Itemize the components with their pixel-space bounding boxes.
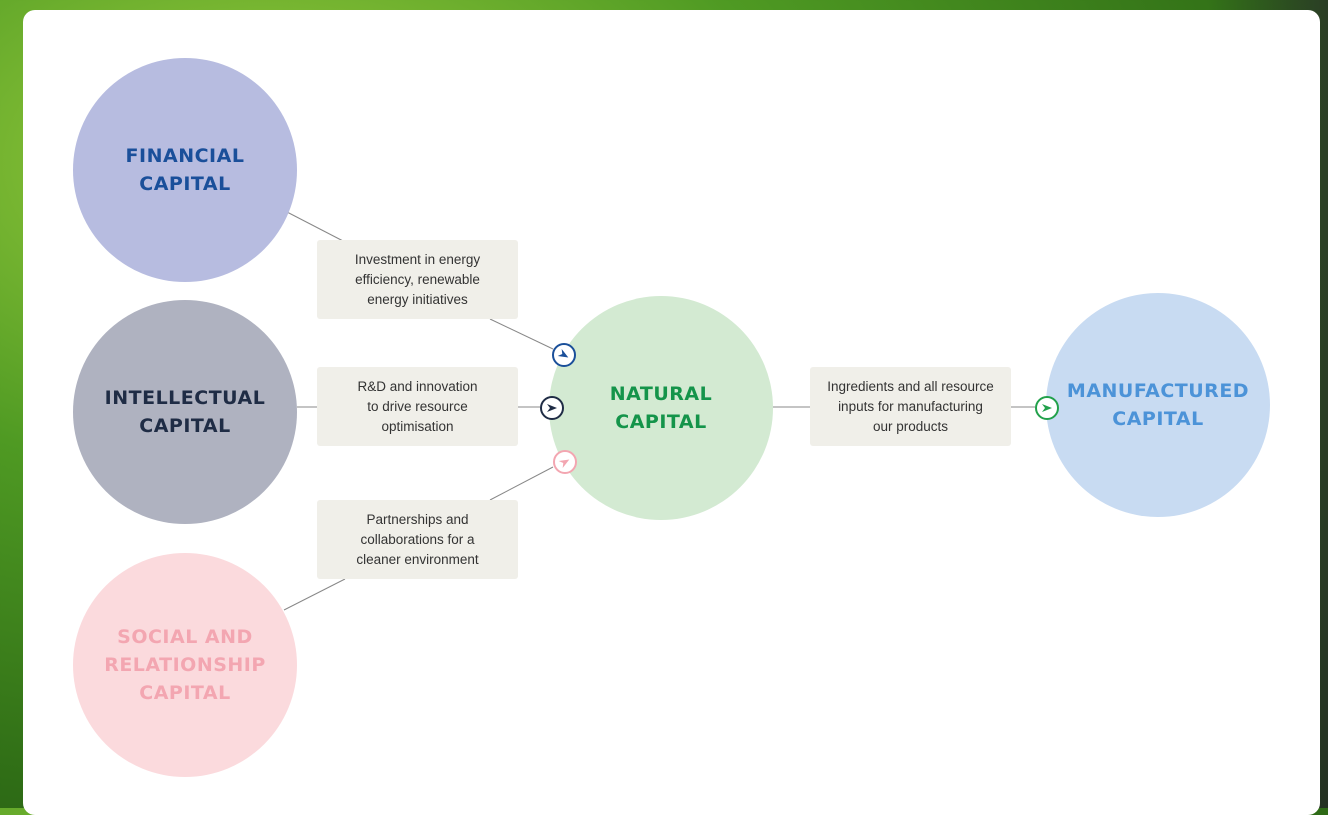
- arrow-circle-icon: [553, 450, 577, 474]
- flow-financial-to-natural: Investment in energy efficiency, renewab…: [317, 240, 518, 319]
- connector-social-box: [283, 578, 346, 611]
- financial-capital-node: FINANCIAL CAPITAL: [73, 58, 297, 282]
- intellectual-capital-node: INTELLECTUAL CAPITAL: [73, 300, 297, 524]
- manufactured-capital-node: MANUFACTURED CAPITAL: [1046, 293, 1270, 517]
- arrow-circle-icon: [552, 343, 576, 367]
- social-relationship-capital-node: SOCIAL AND RELATIONSHIP CAPITAL: [73, 553, 297, 777]
- connector-financial-box: [286, 211, 346, 243]
- arrow-circle-icon: [1035, 396, 1059, 420]
- flow-natural-to-manufactured: Ingredients and all resource inputs for …: [810, 367, 1011, 446]
- connector-box-natural-top: [489, 318, 554, 350]
- natural-capital-node: NATURAL CAPITAL: [549, 296, 773, 520]
- flow-social-to-natural: Partnerships and collaborations for a cl…: [317, 500, 518, 579]
- flow-intellectual-to-natural: R&D and innovation to drive resource opt…: [317, 367, 518, 446]
- connector-box-natural-bottom: [489, 466, 554, 501]
- arrow-circle-icon: [540, 396, 564, 420]
